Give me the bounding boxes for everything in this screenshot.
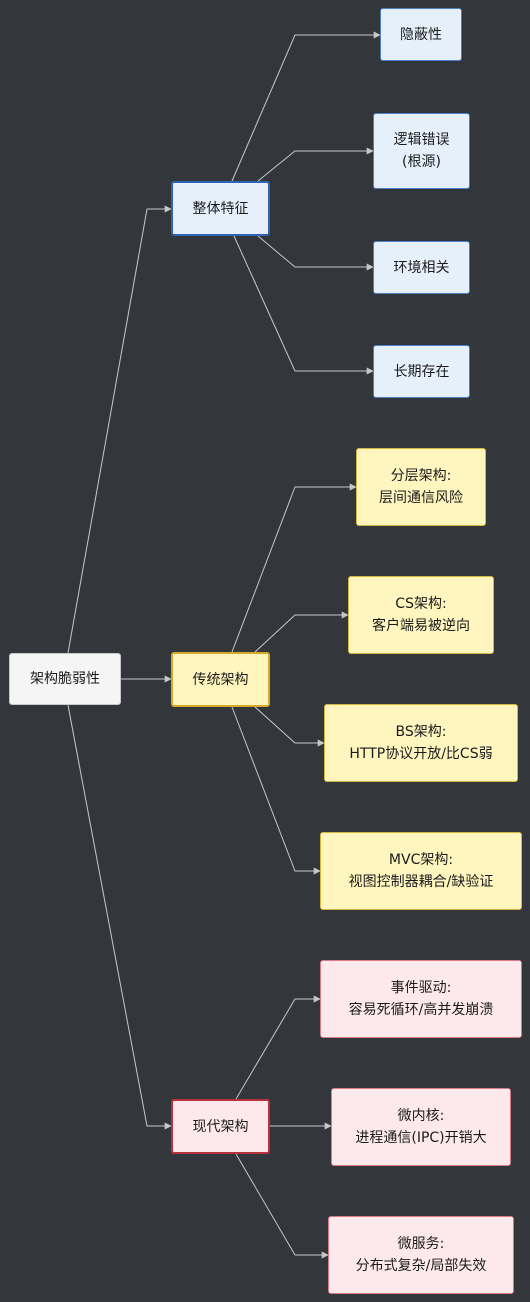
edge-overall-concealment [231, 31, 381, 182]
leaf-line: 客户端易被逆向 [372, 618, 470, 634]
leaf-line: 分布式复杂/局部失效 [355, 1258, 487, 1274]
root-node: 架构脆弱性 [9, 653, 121, 705]
category-label: 传统架构 [192, 671, 249, 688]
leaf-line: 进程通信(IPC)开销大 [355, 1130, 487, 1146]
leaf-microkernel: 微内核: 进程通信(IPC)开销大 [331, 1088, 511, 1166]
edge-root-overall [67, 205, 172, 654]
edge-overall-environment [257, 235, 374, 271]
category-overall-features: 整体特征 [171, 181, 270, 236]
leaf-line: 微服务: [397, 1236, 445, 1252]
leaf-logic-error: 逻辑错误 (根源) [373, 113, 470, 189]
category-label: 现代架构 [192, 1118, 249, 1135]
edge-traditional-layered [231, 483, 357, 653]
leaf-line: 事件驱动: [390, 980, 452, 996]
edge-modern-event [235, 995, 321, 1100]
leaf-concealment: 隐蔽性 [380, 8, 462, 61]
leaf-layered-architecture: 分层架构: 层间通信风险 [356, 448, 486, 526]
leaf-line: 容易死循环/高并发崩溃 [348, 1002, 494, 1018]
edge-overall-longterm [233, 235, 374, 375]
edge-modern-microservices [235, 1153, 329, 1259]
root-label: 架构脆弱性 [30, 671, 100, 687]
leaf-line: 长期存在 [393, 363, 450, 380]
category-label: 整体特征 [192, 200, 249, 217]
category-modern-architecture: 现代架构 [171, 1099, 270, 1154]
leaf-line: CS架构: [395, 596, 447, 612]
leaf-line: (根源) [402, 154, 441, 170]
leaf-long-term-existence: 长期存在 [373, 345, 470, 398]
leaf-event-driven: 事件驱动: 容易死循环/高并发崩溃 [320, 960, 522, 1038]
leaf-line: 逻辑错误 [393, 132, 450, 148]
leaf-cs-architecture: CS架构: 客户端易被逆向 [348, 576, 494, 654]
edge-overall-logic [257, 147, 374, 182]
leaf-microservices: 微服务: 分布式复杂/局部失效 [328, 1216, 514, 1294]
edge-traditional-mvc [231, 706, 321, 875]
leaf-line: 分层架构: [390, 468, 452, 484]
edge-traditional-bs [254, 706, 325, 747]
leaf-line: BS架构: [395, 724, 447, 740]
category-traditional-architecture: 传统架构 [171, 652, 270, 707]
leaf-line: 隐蔽性 [400, 26, 442, 43]
edge-traditional-cs [254, 611, 349, 653]
leaf-line: 层间通信风险 [379, 490, 463, 506]
leaf-line: 微内核: [397, 1108, 445, 1124]
leaf-line: 视图控制器耦合/缺验证 [348, 874, 494, 890]
leaf-line: 环境相关 [393, 259, 450, 276]
leaf-line: MVC架构: [388, 852, 454, 868]
leaf-bs-architecture: BS架构: HTTP协议开放/比CS弱 [324, 704, 518, 782]
leaf-mvc-architecture: MVC架构: 视图控制器耦合/缺验证 [320, 832, 522, 910]
leaf-environment-dependent: 环境相关 [373, 241, 470, 294]
leaf-line: HTTP协议开放/比CS弱 [349, 746, 493, 762]
edge-root-modern [67, 704, 172, 1130]
